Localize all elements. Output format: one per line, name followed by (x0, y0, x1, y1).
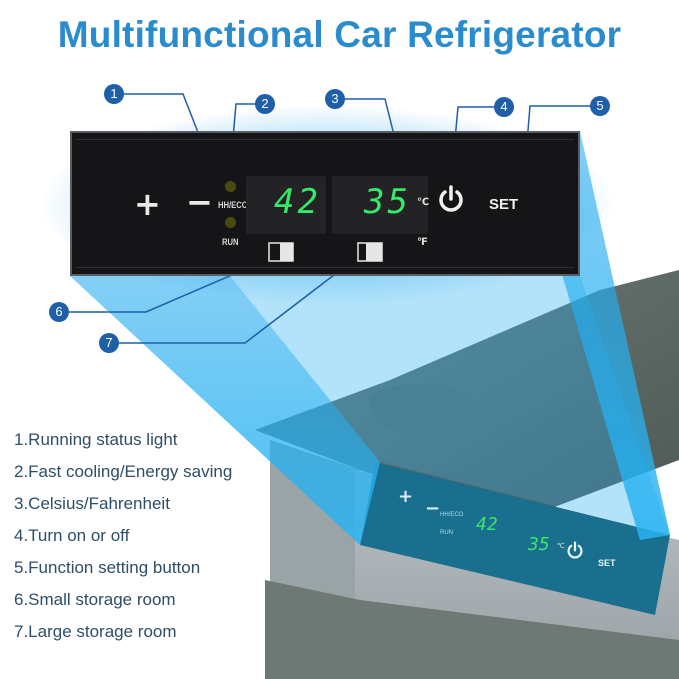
callout-3: 3 (325, 89, 345, 109)
legend-item-3: 3.Celsius/Fahrenheit (14, 494, 170, 513)
fridge-base (265, 580, 679, 679)
set-button[interactable]: SET (489, 196, 519, 213)
fridge-cup-holder (369, 383, 472, 435)
callout-4: 4 (494, 97, 514, 117)
control-panel-frame (76, 139, 574, 268)
power-icon[interactable] (437, 185, 465, 215)
callout-5: 5 (590, 96, 610, 116)
right-display: 35 (332, 176, 428, 234)
celsius-unit: ℃ (417, 197, 430, 208)
callout-2: 2 (255, 94, 275, 114)
hh-eco-led (225, 181, 236, 192)
left-display-value: 42 (274, 182, 321, 222)
right-display-value: 35 (364, 182, 411, 222)
run-label: RUN (222, 237, 239, 247)
callout-1: 1 (104, 84, 124, 104)
beam-middle (230, 276, 670, 535)
callout-6: 6 (49, 302, 69, 322)
hh-eco-label: HH/ECO (218, 200, 248, 210)
fahrenheit-unit: ℉ (417, 237, 428, 248)
fridge-panel-glass (360, 462, 670, 615)
legend-item-2: 2.Fast cooling/Energy saving (14, 462, 233, 481)
left-display: 42 (246, 176, 326, 234)
legend-item-5: 5.Function setting button (14, 558, 201, 577)
minus-button[interactable]: − (186, 183, 213, 221)
legend-item-6: 6.Small storage room (14, 590, 176, 609)
legend-item-7: 7.Large storage room (14, 622, 177, 641)
plus-button[interactable]: + (134, 185, 161, 223)
callout-7: 7 (99, 333, 119, 353)
small-storage-icon (268, 242, 294, 262)
legend-item-1: 1.Running status light (14, 430, 178, 449)
large-storage-icon (357, 242, 383, 262)
run-led (225, 217, 236, 228)
control-panel: + − HH/ECO RUN 42 35 ℃ ℉ SET (70, 131, 580, 276)
page-title: Multifunctional Car Refrigerator (57, 14, 622, 55)
legend-item-4: 4.Turn on or off (14, 526, 130, 545)
